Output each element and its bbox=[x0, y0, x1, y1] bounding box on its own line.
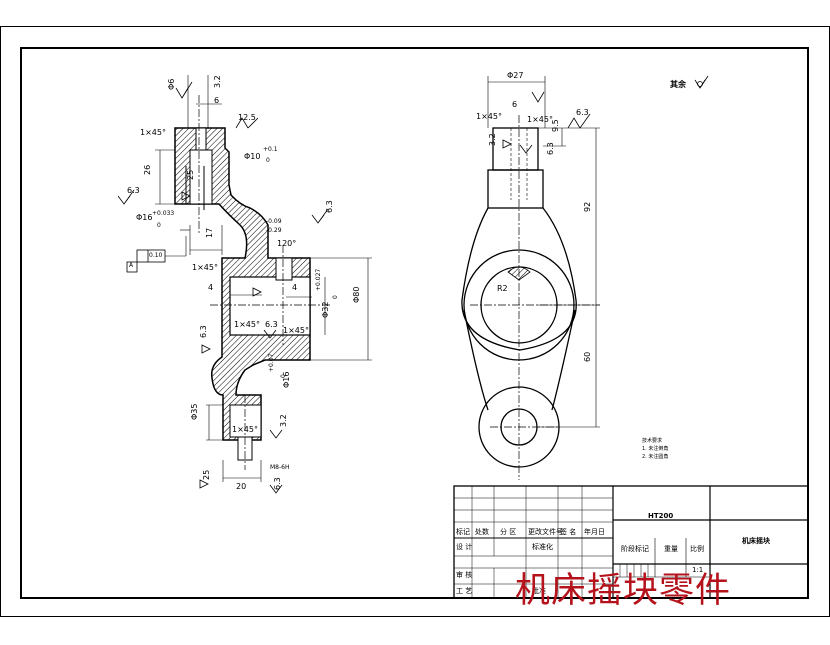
angle-120: 120° bbox=[277, 239, 297, 248]
title-block bbox=[453, 485, 809, 599]
roughness-top: 3.2 bbox=[213, 75, 222, 88]
outer-border bbox=[0, 26, 830, 617]
side-dim-6: 6 bbox=[512, 100, 518, 109]
watermark: 机床摇块零件 bbox=[515, 571, 732, 611]
tech-note-1: 1. 未注倒角 bbox=[642, 446, 669, 452]
dim-phi10-lower-tol: 0 bbox=[266, 157, 270, 164]
roughness-left-1: 6.3 bbox=[127, 186, 140, 195]
side-dim-60: 60 bbox=[583, 351, 592, 362]
side-view bbox=[461, 75, 709, 480]
dim-phi10: Φ10 bbox=[244, 152, 261, 161]
tech-note-title: 技术要求 bbox=[642, 438, 663, 444]
chamfer-5: 1×45° bbox=[232, 425, 258, 434]
tol-minus-009: -0.09 bbox=[266, 218, 282, 225]
chamfer-3: 1×45° bbox=[234, 320, 260, 329]
tb-review: 审 核 bbox=[456, 571, 473, 579]
dim-phi16: Φ16 bbox=[136, 213, 153, 222]
roughness-left-2: 6.3 bbox=[199, 325, 208, 338]
roughness-12-5: 12.5 bbox=[238, 113, 256, 122]
dim-phi27: Φ27 bbox=[507, 71, 524, 80]
roughness-25-a: 25 bbox=[186, 169, 195, 180]
side-roughness-6-3: 6.3 bbox=[546, 142, 555, 155]
geo-tolerance-value: 0.10 bbox=[149, 252, 163, 259]
dim-26: 26 bbox=[143, 164, 152, 175]
dim-17: 17 bbox=[205, 227, 214, 238]
tb-stage: 阶段标记 bbox=[621, 545, 649, 553]
dim-phi32-tol: +0.027 bbox=[315, 268, 322, 291]
tb-design: 设 计 bbox=[456, 543, 473, 551]
side-roughness-1: 6.3 bbox=[576, 108, 589, 117]
dim-top-width: 6 bbox=[214, 96, 220, 105]
tb-docno: 更改文件号 bbox=[528, 528, 563, 536]
datum-a: A bbox=[129, 262, 134, 269]
tb-weight: 重量 bbox=[664, 545, 678, 553]
front-section-view bbox=[117, 75, 372, 494]
inner-frame bbox=[20, 47, 809, 599]
tb-approve: 批准 bbox=[532, 587, 546, 595]
side-radius-r2: R2 bbox=[497, 284, 508, 293]
roughness-25-b: 25 bbox=[202, 469, 211, 480]
tol-minus-029: -0.29 bbox=[266, 227, 282, 234]
roughness-bore: 6.3 bbox=[265, 320, 278, 329]
side-dim-9-5: 9.5 bbox=[551, 119, 560, 132]
tb-zone: 分 区 bbox=[500, 528, 517, 536]
dim-phi80: Φ80 bbox=[352, 286, 361, 303]
tech-note-2: 2. 未注圆角 bbox=[642, 454, 669, 460]
dim-phi16-upper-tol: +0.033 bbox=[152, 210, 175, 217]
roughness-bottom: 6.3 bbox=[273, 477, 282, 490]
tb-mark: 标记 bbox=[456, 528, 470, 536]
dim-phi16-lower-tol: 0 bbox=[157, 222, 161, 229]
roughness-right-1: 6.3 bbox=[325, 200, 334, 213]
tb-standard: 标准化 bbox=[532, 543, 553, 551]
side-chamfer-1: 1×45° bbox=[476, 112, 502, 121]
dim-20: 20 bbox=[236, 482, 247, 491]
tb-scale-value: 1:1 bbox=[692, 566, 704, 574]
part-name: 机床摇块 bbox=[742, 537, 770, 545]
tb-process: 工 艺 bbox=[456, 587, 473, 595]
thread-m8: M8-6H bbox=[270, 464, 290, 471]
tb-sign: 签 名 bbox=[560, 528, 577, 536]
dim-4-right: 4 bbox=[292, 283, 298, 292]
dim-phi10-upper-tol: +0.1 bbox=[263, 146, 278, 153]
chamfer-2: 1×45° bbox=[192, 263, 218, 272]
dim-phi16b-tol: +0.07 bbox=[268, 353, 275, 372]
material-label: HT200 bbox=[648, 512, 674, 520]
chamfer-4: 1×45° bbox=[283, 326, 309, 335]
side-roughness-3-2: 3.2 bbox=[488, 133, 497, 146]
tb-scale: 比例 bbox=[690, 545, 704, 553]
dim-phi16b-tol-zero: 0 bbox=[280, 374, 287, 378]
roughness-note: 其余 bbox=[670, 80, 686, 89]
roughness-3-2: 3.2 bbox=[279, 414, 288, 427]
dim-top-diameter: Φ6 bbox=[167, 78, 176, 90]
dim-phi32-tol-zero: 0 bbox=[332, 295, 339, 299]
chamfer-1: 1×45° bbox=[140, 128, 166, 137]
side-dim-92: 92 bbox=[583, 201, 592, 212]
dim-phi32: Φ32 bbox=[321, 301, 330, 318]
tb-date: 年月日 bbox=[584, 528, 605, 536]
side-chamfer-2: 1×45° bbox=[527, 115, 553, 124]
dim-4-left: 4 bbox=[208, 283, 214, 292]
tb-count: 处数 bbox=[475, 528, 489, 536]
dim-phi35: Φ35 bbox=[190, 403, 199, 420]
